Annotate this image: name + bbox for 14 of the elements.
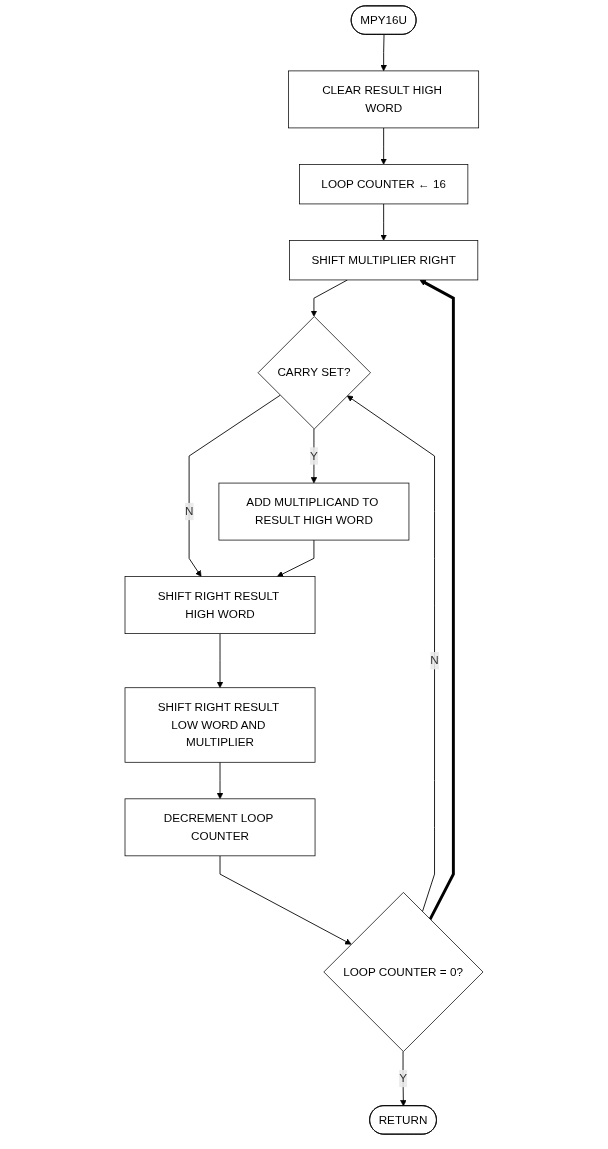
node-diamond: CARRY SET? [257,316,371,430]
edge-label: N [430,654,439,667]
arrow [419,279,455,921]
edge-label: Y [310,449,318,462]
node-box: DECREMENT LOOP COUNTER [124,798,316,857]
node-box: SHIFT RIGHT RESULT HIGH WORD [124,576,316,634]
edge-label: Y [399,1072,407,1085]
node-box: CLEAR RESULT HIGH WORD [288,70,480,129]
node-box: LOOP COUNTER ← 16 [299,164,469,205]
node-diamond: LOOP COUNTER = 0? [323,892,484,1052]
node-box: ADD MULTIPLICAND TO RESULT HIGH WORD [218,482,410,541]
node-box: SHIFT MULTIPLIER RIGHT [289,240,479,281]
edge-label: N [184,504,194,518]
node-box: SHIFT RIGHT RESULT LOW WORD AND MULTIPLIER [124,687,316,763]
